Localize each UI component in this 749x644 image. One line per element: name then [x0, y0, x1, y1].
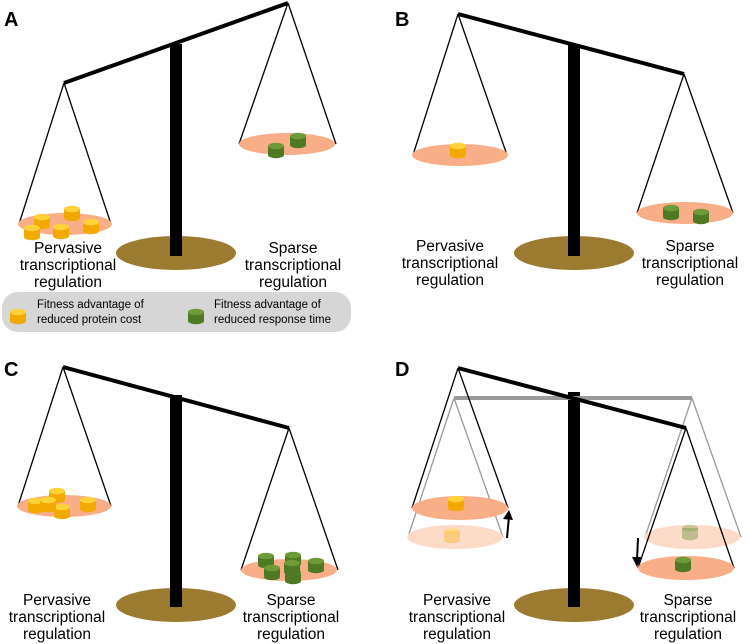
svg-text:Sparse: Sparse — [663, 592, 712, 609]
svg-text:Pervasive: Pervasive — [34, 240, 102, 257]
protein-cost-coin — [448, 495, 464, 512]
scale-post — [568, 392, 580, 607]
panel-d: D — [395, 359, 742, 643]
protein-cost-coin — [80, 496, 96, 513]
svg-text:regulation: regulation — [34, 274, 102, 291]
svg-text:Pervasive: Pervasive — [23, 592, 91, 609]
scale-post — [170, 44, 182, 256]
svg-text:Sparse: Sparse — [268, 240, 317, 257]
legend-background — [2, 292, 351, 332]
panel-letter-c: C — [4, 359, 18, 381]
protein-cost-coin — [450, 142, 466, 159]
left-pan-hangers — [411, 367, 509, 509]
legend-protein-line2: reduced protein cost — [37, 314, 142, 326]
right-pan-hangers — [636, 73, 734, 214]
sparse-label: Sparse transcriptional regulation — [245, 240, 342, 291]
down-arrow-icon — [632, 537, 642, 567]
response-time-coin — [264, 564, 280, 581]
panel-c: C Pervasive transcriptional regulation S… — [4, 359, 339, 643]
svg-text:regulation: regulation — [257, 626, 325, 643]
pervasive-label: Pervasive transcriptional regulation — [402, 238, 499, 289]
right-pan — [239, 133, 335, 155]
previous-balance-state — [407, 396, 742, 549]
protein-cost-coin — [40, 496, 56, 513]
svg-text:regulation: regulation — [259, 274, 327, 291]
faded-response-time-coin — [682, 524, 698, 541]
svg-text:transcriptional: transcriptional — [409, 609, 506, 626]
response-time-coin — [675, 556, 691, 573]
svg-text:transcriptional: transcriptional — [402, 255, 499, 272]
svg-text:Sparse: Sparse — [665, 238, 714, 255]
ghost-left-pan — [407, 525, 503, 549]
left-pan-hangers — [17, 366, 112, 507]
protein-cost-coin — [24, 224, 40, 241]
sparse-label: Sparse transcriptional regulation — [642, 238, 739, 289]
svg-text:transcriptional: transcriptional — [245, 257, 342, 274]
response-time-coin — [290, 132, 306, 149]
left-pan-hangers — [412, 13, 508, 156]
scale-beam — [62, 365, 290, 430]
protein-cost-coin — [83, 218, 99, 235]
legend-response-line1: Fitness advantage of — [214, 299, 322, 311]
protein-cost-coin — [53, 223, 69, 240]
response-time-coin — [284, 559, 300, 576]
scale-post — [568, 44, 580, 256]
legend: Fitness advantage of reduced protein cos… — [2, 292, 351, 332]
scale-beam — [457, 12, 685, 76]
response-time-coin — [693, 208, 709, 225]
svg-text:regulation: regulation — [416, 272, 484, 289]
up-arrow-icon — [503, 510, 513, 539]
ghost-right-pan — [644, 525, 740, 549]
svg-text:regulation: regulation — [654, 626, 722, 643]
svg-text:Sparse: Sparse — [266, 592, 315, 609]
pervasive-label: Pervasive transcriptional regulation — [20, 240, 117, 291]
svg-text:regulation: regulation — [23, 626, 91, 643]
response-time-coin — [308, 557, 324, 574]
right-pan-hangers — [238, 2, 337, 145]
right-pan — [637, 202, 733, 224]
yellow-coin-icon — [10, 308, 26, 325]
faded-protein-cost-coin — [444, 527, 460, 544]
legend-response-line2: reduced response time — [214, 314, 331, 326]
svg-text:regulation: regulation — [423, 626, 491, 643]
svg-text:transcriptional: transcriptional — [640, 609, 737, 626]
right-pan-hangers — [240, 427, 339, 571]
response-time-coin — [268, 142, 284, 159]
svg-text:Pervasive: Pervasive — [423, 592, 491, 609]
panel-letter-a: A — [4, 9, 18, 31]
svg-text:transcriptional: transcriptional — [20, 257, 117, 274]
sparse-label: Sparse transcriptional regulation — [640, 592, 737, 643]
protein-cost-coin — [64, 205, 80, 222]
protein-cost-coin — [54, 503, 70, 520]
panel-letter-d: D — [395, 359, 409, 381]
pervasive-label: Pervasive transcriptional regulation — [409, 592, 506, 643]
scale-post — [170, 395, 182, 607]
panel-b: B Pervasive transcriptional regulation S… — [395, 9, 738, 289]
svg-text:regulation: regulation — [656, 272, 724, 289]
scale-beam — [63, 1, 289, 85]
scale-beam — [457, 366, 687, 430]
legend-protein-line1: Fitness advantage of — [37, 299, 145, 311]
response-time-coin — [663, 204, 679, 221]
pervasive-label: Pervasive transcriptional regulation — [9, 592, 106, 643]
sparse-label: Sparse transcriptional regulation — [243, 592, 340, 643]
green-coin-icon — [188, 308, 204, 325]
panel-a: A Pervasive transcriptional regulation S… — [2, 1, 351, 332]
panel-letter-b: B — [395, 9, 409, 31]
svg-text:transcriptional: transcriptional — [9, 609, 106, 626]
svg-text:transcriptional: transcriptional — [642, 255, 739, 272]
svg-text:Pervasive: Pervasive — [416, 238, 484, 255]
svg-text:transcriptional: transcriptional — [243, 609, 340, 626]
right-pan-hangers — [637, 427, 735, 569]
left-pan-hangers — [18, 82, 112, 225]
